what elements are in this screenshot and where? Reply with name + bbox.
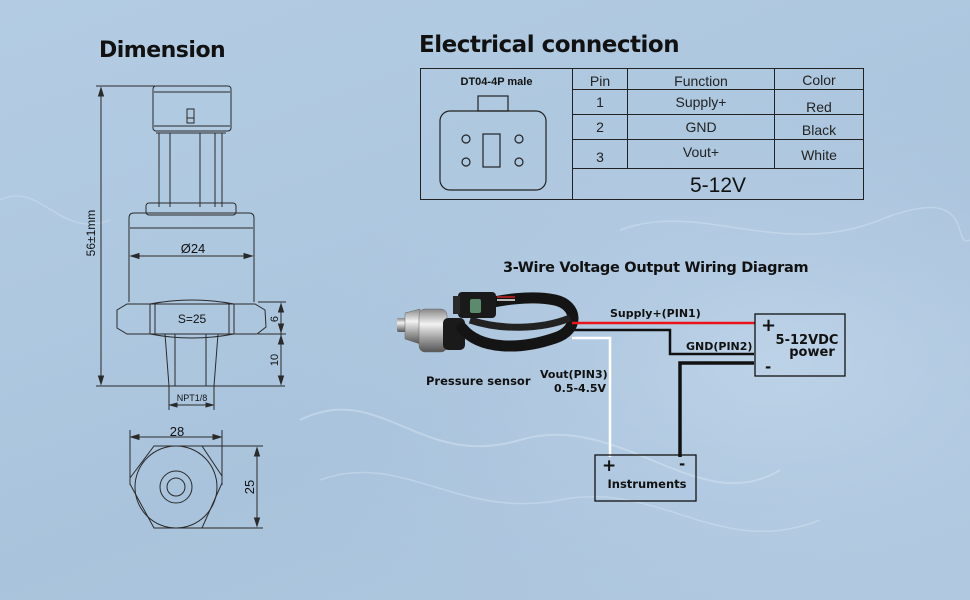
gnd-wire-label: GND(PIN2) (686, 340, 752, 353)
wiring-diagram-title: 3-Wire Voltage Output Wiring Diagram (503, 260, 809, 276)
width-flats-label: 25 (242, 480, 257, 494)
vout-wire-label: Vout(PIN3) (540, 368, 608, 381)
cap-slot (186, 108, 195, 124)
arrow-icon (97, 86, 105, 97)
function-cell: GND (628, 115, 775, 139)
height-label: 56±1mm (84, 210, 98, 257)
vout-wire (572, 336, 612, 457)
arrow-icon (97, 375, 105, 386)
connector-cap (152, 85, 232, 132)
header-color: Color (802, 72, 836, 88)
sensor-body (128, 212, 255, 302)
connector-icon (439, 95, 547, 191)
header-function: Function (628, 69, 775, 89)
width-corners-label: 28 (170, 424, 184, 439)
gnd-wire (570, 328, 754, 356)
hex-nut (116, 303, 267, 335)
electrical-connection-table: DT04-4P male Pin Function Color 1 Supply… (420, 68, 864, 200)
connector-label: DT04-4P male (460, 76, 533, 88)
power-voltage-label: 5-12VDC (776, 333, 839, 348)
pin-cell: 1 (573, 90, 628, 114)
hex-size-label: S=25 (178, 312, 207, 326)
hex-height-label: 6 (269, 316, 281, 322)
thread-label: NPT1/8 (177, 393, 208, 403)
bottom-circle (134, 445, 218, 529)
dimension-title: Dimension (99, 38, 226, 63)
voltage-cell: 5-12V (689, 174, 747, 197)
function-cell: Vout+ (628, 140, 775, 168)
pin-cell: 2 (573, 115, 628, 139)
instrument-plus-label: + (602, 456, 616, 476)
power-plus-label: + (761, 315, 776, 336)
pressure-sensor-image (397, 292, 579, 353)
color-cell: Red (806, 99, 832, 115)
table-row: 3 Vout+ White (573, 140, 863, 169)
vout-range-label: 0.5-4.5V (554, 382, 607, 395)
function-cell: Supply+ (628, 90, 775, 114)
table-row: 1 Supply+ Red (573, 90, 863, 115)
color-cell: White (801, 147, 837, 163)
power-supply-box (754, 313, 846, 377)
header-pin: Pin (573, 69, 628, 89)
instruments-box (594, 454, 697, 502)
thread-length-label: 10 (269, 354, 281, 366)
instrument-negative-wire (678, 361, 754, 457)
power-label: power (789, 345, 835, 360)
connector-cell: DT04-4P male (421, 69, 573, 199)
pressure-sensor-label: Pressure sensor (426, 374, 531, 388)
pin-cell: 3 (573, 140, 628, 168)
power-minus-label: - (765, 358, 771, 376)
electrical-connection-title: Electrical connection (419, 32, 680, 58)
table-header-row: Pin Function Color (573, 69, 863, 90)
color-cell: Black (801, 122, 837, 138)
diameter-label: Ø24 (181, 241, 206, 256)
table-row: 2 GND Black (573, 115, 863, 140)
supply-wire-label: Supply+(PIN1) (610, 307, 701, 320)
instruments-label: Instruments (608, 477, 687, 491)
pin-table: Pin Function Color 1 Supply+ Red 2 GND B… (573, 69, 863, 199)
instrument-minus-label: - (679, 455, 685, 473)
